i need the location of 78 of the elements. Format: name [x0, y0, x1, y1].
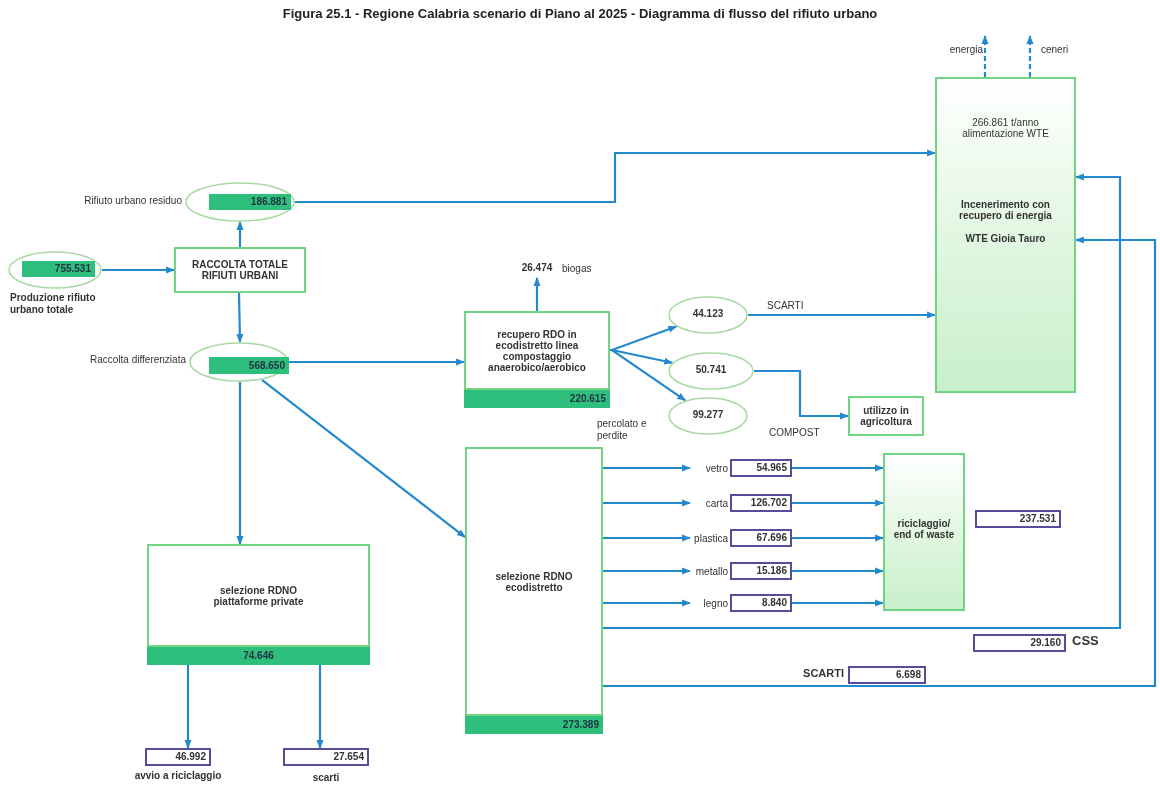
box-label: Incenerimento con recupero di energia [958, 199, 1053, 221]
flow-arrow [236, 382, 244, 545]
value-bar: 186.881 [209, 194, 291, 210]
flow-arrow [289, 358, 465, 366]
process-box [174, 247, 306, 293]
edge-label: ceneri [1040, 44, 1070, 55]
box-label: recupero RDO in ecodistretto linea compostaggio anaerobico/aerobico [487, 328, 587, 373]
box-label: selezione RDNO ecodistretto [494, 570, 574, 593]
flow-arrow [748, 311, 936, 319]
value-box: 15.186 [730, 562, 792, 580]
flow-arrow [603, 567, 691, 575]
value-box: 46.992 [145, 748, 211, 766]
flow-arrow [792, 534, 884, 542]
node-caption: biogas [562, 263, 593, 275]
node-caption: Raccolta differenziata [89, 354, 186, 366]
flow-arrow [792, 599, 884, 607]
value-label: 26.474 [518, 262, 556, 278]
value-box: 237.531 [975, 510, 1061, 528]
node-caption: Produzione rifiuto urbano totale [10, 292, 97, 316]
flow-arrow [236, 292, 244, 343]
process-box [848, 396, 924, 436]
material-label: plastica [693, 532, 729, 544]
value-bar: 755.531 [22, 261, 95, 277]
value-label: 44.123 [691, 308, 725, 319]
flow-arrow [603, 599, 691, 607]
box-label: 266.861 t/anno alimentazione WTE [961, 117, 1050, 139]
flow-arrow [603, 464, 691, 472]
value-box: 54.965 [730, 459, 792, 477]
node-caption: Rifiuto urbano residuo [83, 195, 182, 207]
value-box: 8.840 [730, 594, 792, 612]
flow-arrow [102, 266, 175, 274]
value-box: 67.696 [730, 529, 792, 547]
flow-arrow [603, 173, 1122, 630]
flow-arrow [603, 534, 691, 542]
box-label: RACCOLTA TOTALE RIFIUTI URBANI [190, 259, 290, 281]
value-box: 126.702 [730, 494, 792, 512]
value-bar: 220.615 [464, 390, 610, 408]
dashed-arrow [1026, 35, 1034, 77]
node-caption: scarti [311, 772, 341, 784]
material-label: metallo [694, 565, 729, 577]
value-bar: 568.650 [209, 357, 289, 374]
process-box [935, 77, 1076, 393]
value-bar: 74.646 [147, 647, 370, 665]
material-label: carta [704, 497, 729, 509]
box-label: selezione RDNO piattaforme private [212, 584, 305, 607]
flow-arrow [533, 277, 541, 311]
box-label: riciclaggio/ end of waste [893, 518, 955, 540]
box-label: utilizzo in agricoltura [859, 405, 913, 427]
flow-arrow [792, 464, 884, 472]
note-label: percolato e perdite [597, 418, 648, 442]
flow-arrow [603, 236, 1157, 688]
material-label: legno [702, 597, 729, 609]
box-label: WTE Gioia Tauro [965, 233, 1046, 244]
material-label: vetro [704, 462, 729, 474]
node-caption: CSS [1072, 633, 1100, 649]
value-bar: 273.389 [465, 716, 603, 734]
value-box: 27.654 [283, 748, 369, 766]
flow-arrow [754, 369, 849, 420]
value-label: 50.741 [694, 364, 728, 375]
process-box [883, 453, 965, 611]
flow-arrow [609, 348, 686, 402]
flow-arrow [792, 567, 884, 575]
flow-arrow [603, 499, 691, 507]
value-box: 29.160 [973, 634, 1066, 652]
figure-title: Figura 25.1 - Regione Calabria scenario di Piano al 2025 - Diagramma di flusso del rifiuto urbano [281, 6, 879, 21]
flow-arrow [236, 221, 244, 247]
value-box: 6.698 [848, 666, 926, 684]
edge-label: SCARTI [766, 300, 805, 311]
value-label: 99.277 [691, 409, 725, 420]
flow-arrow [261, 378, 466, 538]
flow-arrow [295, 149, 936, 204]
node-caption: avvio a riciclaggio [133, 770, 223, 782]
flow-arrow [316, 665, 324, 749]
dashed-arrow [981, 35, 989, 77]
node-caption: SCARTI [802, 667, 844, 681]
flow-arrow [792, 499, 884, 507]
flow-arrow [184, 665, 192, 749]
edge-label: COMPOST [768, 427, 821, 438]
